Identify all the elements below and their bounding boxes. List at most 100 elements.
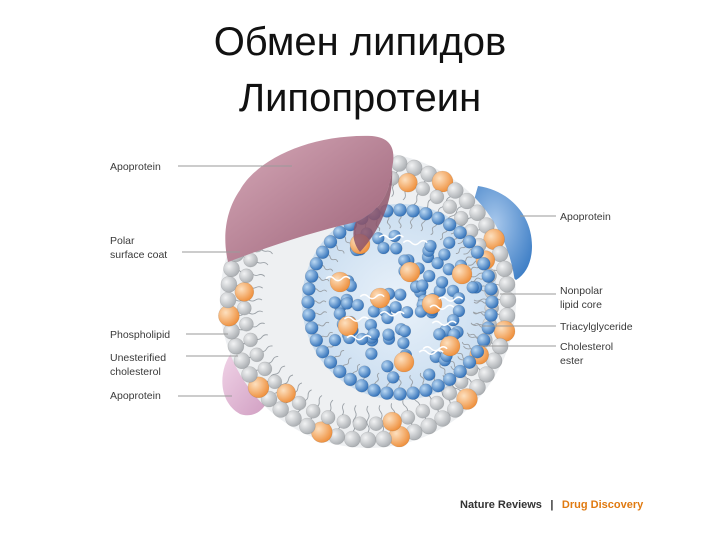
phospholipid-head <box>242 367 258 383</box>
triacylglyceride-molecule <box>467 281 479 293</box>
core-lipid-molecule <box>419 384 432 397</box>
phospholipid-head <box>221 276 237 292</box>
phospholipid-head <box>443 200 457 214</box>
phospholipid-head <box>430 190 444 204</box>
core-lipid-molecule <box>368 384 381 397</box>
triacylglyceride-molecule <box>352 299 364 311</box>
unesterified-cholesterol-molecule <box>398 173 417 192</box>
phospholipid-head <box>268 375 282 389</box>
core-lipid-molecule <box>305 270 318 283</box>
phospholipid-head <box>306 404 320 418</box>
cholesteryl-ester-molecule <box>338 316 358 336</box>
triacylglyceride-molecule <box>378 242 390 254</box>
triacylglyceride-molecule <box>443 237 455 249</box>
phospholipid-head <box>369 417 383 431</box>
phospholipid-head <box>244 333 258 347</box>
phospholipid-head <box>250 348 264 362</box>
phospholipid-head <box>299 418 315 434</box>
core-lipid-molecule <box>394 388 407 401</box>
phospholipid-head <box>416 404 430 418</box>
core-lipid-molecule <box>316 345 329 358</box>
phospholipid-head <box>353 417 367 431</box>
core-lipid-molecule <box>463 235 476 248</box>
core-lipid-molecule <box>471 246 484 259</box>
core-lipid-molecule <box>477 334 490 347</box>
core-lipid-molecule <box>310 334 323 347</box>
triacylglyceride-molecule <box>416 280 428 292</box>
phospholipid-head <box>443 386 457 400</box>
core-lipid-molecule <box>432 212 445 225</box>
phospholipid-head <box>337 415 351 429</box>
triacylglyceride-molecule <box>365 348 377 360</box>
triacylglyceride-molecule <box>394 289 406 301</box>
triacylglyceride-molecule <box>423 369 435 381</box>
cholesteryl-ester-molecule <box>452 264 472 284</box>
core-lipid-molecule <box>407 387 420 400</box>
core-lipid-molecule <box>482 321 495 334</box>
phospholipid-head <box>391 156 407 172</box>
phospholipid-head <box>224 261 240 277</box>
label-polar: Polar <box>110 235 135 247</box>
core-lipid-molecule <box>485 309 498 322</box>
triacylglyceride-molecule <box>397 337 409 349</box>
unesterified-cholesterol-molecule <box>383 412 402 431</box>
phospholipid-head <box>237 301 251 315</box>
triacylglyceride-molecule <box>359 366 371 378</box>
core-lipid-molecule <box>477 257 490 270</box>
triacylglyceride-molecule <box>341 297 353 309</box>
cholesteryl-ester-molecule <box>440 336 460 356</box>
triacylglyceride-molecule <box>329 334 341 346</box>
core-lipid-molecule <box>454 365 467 378</box>
phospholipid-head <box>228 338 244 354</box>
core-lipid-molecule <box>394 204 407 217</box>
label-nonpolar: Nonpolar <box>560 285 603 297</box>
label-lipid-core: lipid core <box>560 299 602 311</box>
core-lipid-molecule <box>316 246 329 259</box>
phospholipid-head <box>416 182 430 196</box>
phospholipid-head <box>497 261 513 277</box>
triacylglyceride-molecule <box>399 325 411 337</box>
core-lipid-molecule <box>355 379 368 392</box>
phospholipid-head <box>344 431 360 447</box>
core-lipid-molecule <box>302 282 315 295</box>
triacylglyceride-molecule <box>387 371 399 383</box>
triacylglyceride-molecule <box>329 297 341 309</box>
core-lipid-molecule <box>407 204 420 217</box>
phospholipid-head <box>239 317 253 331</box>
label-apoprotein-right: Apoprotein <box>560 211 611 223</box>
triacylglyceride-molecule <box>438 249 450 261</box>
core-lipid-molecule <box>482 270 495 283</box>
credit-section: Drug Discovery <box>562 499 644 511</box>
cholesteryl-ester-molecule <box>394 352 414 372</box>
triacylglyceride-molecule <box>447 314 459 326</box>
unesterified-cholesterol-molecule <box>235 282 254 301</box>
core-lipid-molecule <box>302 296 315 309</box>
triacylglyceride-molecule <box>381 360 393 372</box>
phospholipid-head <box>258 362 272 376</box>
triacylglyceride-molecule <box>390 242 402 254</box>
phospholipid-head <box>430 396 444 410</box>
cholesteryl-ester-molecule <box>422 294 442 314</box>
phospholipid-head <box>220 292 236 308</box>
phospholipid-head <box>401 410 415 424</box>
label-ester: ester <box>560 355 584 367</box>
phospholipid-head <box>234 353 250 369</box>
core-lipid-molecule <box>305 321 318 334</box>
core-lipid-molecule <box>486 296 499 309</box>
phospholipid-head <box>239 269 253 283</box>
label-surface-coat: surface coat <box>110 249 167 261</box>
label-unesterified: Unesterified <box>110 352 166 364</box>
phospholipid-head <box>499 276 515 292</box>
core-lipid-molecule <box>310 257 323 270</box>
core-lipid-molecule <box>302 309 315 322</box>
core-lipid-molecule <box>333 226 346 239</box>
phospholipid-head <box>421 418 437 434</box>
label-phospholipid: Phospholipid <box>110 329 170 341</box>
label-cholesterol: Cholesterol <box>560 341 613 353</box>
core-lipid-molecule <box>324 356 337 369</box>
cholesteryl-ester-molecule <box>330 272 350 292</box>
phospholipid-head <box>435 411 451 427</box>
core-lipid-molecule <box>380 387 393 400</box>
core-lipid-molecule <box>485 282 498 295</box>
